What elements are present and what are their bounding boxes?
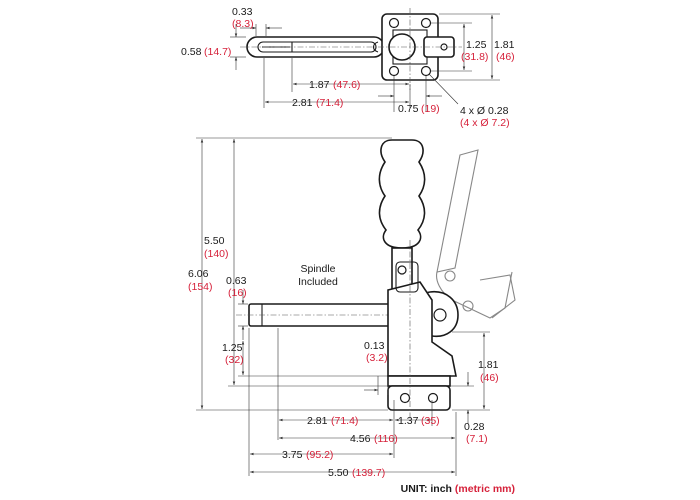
- dim-bot-1-37-inch: 1.37: [398, 415, 419, 427]
- dim-0-75-inch: 0.75: [398, 103, 419, 115]
- dim-side-1-25-inch: 1.25: [222, 342, 243, 354]
- spindle-note-line2: Included: [298, 276, 338, 288]
- dim-2-81-inch: 2.81: [292, 97, 313, 109]
- dim-bot-3-75-mm: (95.2): [306, 449, 333, 461]
- dim-0-58-mm: (14.7): [204, 46, 231, 58]
- dim-1-87-mm: (47.6): [333, 79, 360, 91]
- dim-0-58-inch: 0.58: [181, 46, 202, 58]
- dim-side-1-81-inch: 1.81: [478, 359, 499, 371]
- dim-hole-mm: (4 x Ø 7.2): [460, 117, 510, 129]
- spindle-note-line1: Spindle: [300, 263, 335, 275]
- dim-top-1-81-mm: (46): [496, 51, 515, 63]
- dim-top-1-25-inch: 1.25: [466, 39, 487, 51]
- top-hole-2: [420, 17, 432, 29]
- unit-label: UNIT: inch (metric mm): [401, 483, 515, 495]
- dim-0-13-mm: (3.2): [366, 352, 388, 364]
- dim-0-63-mm: (16): [228, 287, 247, 299]
- base-flange: [387, 385, 451, 411]
- dim-side-1-81-mm: (46): [480, 372, 499, 384]
- open-position-ghost: [436, 149, 516, 319]
- top-view: 0.33 (8.3) 0.58 (14.7) 1.87 (47.6) 2.81 …: [181, 6, 515, 129]
- top-hole-4: [420, 65, 432, 77]
- dim-0-28-inch: 0.28: [464, 421, 485, 433]
- dim-0-28-mm: (7.1): [466, 433, 488, 445]
- dim-bot-5-50-mm: (139.7): [352, 467, 385, 479]
- top-hole-1: [388, 17, 400, 29]
- dim-side-1-25-mm: (32): [225, 354, 244, 366]
- dim-5-50-mm: (140): [204, 248, 229, 260]
- dim-0-13-inch: 0.13: [364, 340, 385, 352]
- handle-grip: [378, 139, 426, 249]
- dim-2-81-mm: (71.4): [316, 97, 343, 109]
- dim-bot-3-75-inch: 3.75: [282, 449, 303, 461]
- dim-bot-2-81-inch: 2.81: [307, 415, 328, 427]
- dim-0-75-mm: (19): [421, 103, 440, 115]
- top-hole-3: [388, 65, 400, 77]
- unit-label-prefix: UNIT: inch: [401, 483, 452, 495]
- dim-0-33-mm: (8.3): [232, 18, 254, 30]
- dim-0-33-inch: 0.33: [232, 6, 253, 18]
- dim-6-06-mm: (154): [188, 281, 213, 293]
- side-view: 5.50 (140) 6.06 (154) 0.63 (16) 1.25 (32…: [188, 137, 516, 479]
- dim-bot-5-50-inch: 5.50: [328, 467, 349, 479]
- dim-hole-inch: 4 x Ø 0.28: [460, 105, 509, 117]
- base-plate: [387, 375, 451, 387]
- unit-label-suffix: (metric mm): [455, 483, 515, 495]
- dim-top-1-25-mm: (31.8): [461, 51, 488, 63]
- dim-bot-4-56-mm: (116): [374, 433, 398, 445]
- dim-top-1-81-inch: 1.81: [494, 39, 515, 51]
- dim-5-50-inch: 5.50: [204, 235, 225, 247]
- dim-bot-4-56-inch: 4.56: [350, 433, 371, 445]
- dim-6-06-inch: 6.06: [188, 268, 209, 280]
- dim-bot-2-81-mm: (71.4): [331, 415, 358, 427]
- dim-bot-1-37-mm: (35): [421, 415, 440, 427]
- dim-1-87-inch: 1.87: [309, 79, 330, 91]
- dim-0-63-inch: 0.63: [226, 275, 247, 287]
